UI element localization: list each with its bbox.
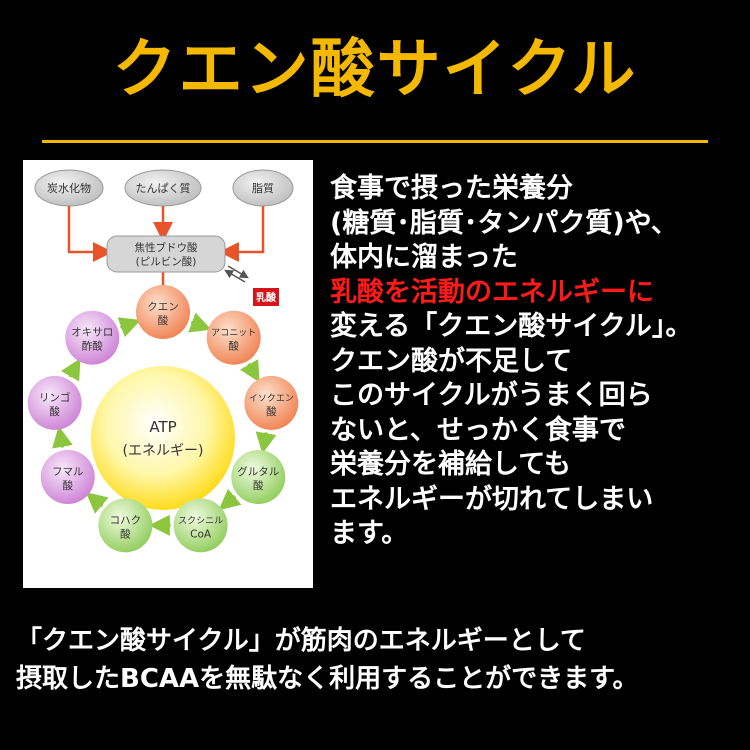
cycle-node-label: アコニット (211, 329, 256, 339)
explanation-text: 食事で摂った栄養分(糖質･脂質･タンパク質)や、体内に溜まった乳酸を活動のエネル… (330, 172, 740, 552)
nutrient-label: たんぱく質 (136, 181, 191, 195)
citric-acid-cycle-diagram: 炭水化物 たんぱく質 脂質 焦性ブドウ酸 (ピルビン酸) (23, 160, 313, 588)
cycle-arrow (255, 431, 277, 454)
cycle-arrow (52, 426, 73, 449)
equilibrium-arrows (224, 265, 249, 283)
summary-line: 「クエン酸サイクル」が筋肉のエネルギーとして (16, 626, 586, 656)
body-line: このサイクルがうまく回ら (330, 380, 653, 411)
cycle-node-sublabel: 酢酸 (82, 340, 103, 353)
cycle-arrow (117, 317, 141, 338)
cycle-node-sublabel: 酸 (62, 479, 73, 492)
cycle-node-sublabel: CoA (190, 528, 212, 540)
cycle-node-label: クエン (147, 301, 179, 313)
highlight-line: 乳酸を活動のエネルギーに (330, 276, 654, 308)
cycle-arrow (188, 312, 212, 333)
cycle-node-sublabel: 酸 (228, 340, 239, 353)
atp-sublabel: (エネルギー) (123, 443, 204, 459)
cycle-node-sublabel: 酸 (253, 479, 264, 492)
page-title: クエン酸サイクル (112, 33, 638, 107)
cycle-arrows (52, 312, 277, 536)
cycle-arrow (239, 359, 260, 383)
body-line: 食事で摂った栄養分 (330, 173, 573, 204)
cycle-node-label: イソクエン (249, 393, 294, 404)
nutrient-protein: たんぱく質 (124, 169, 202, 207)
cycle-node-sublabel: 酸 (120, 527, 131, 540)
nutrient-carbohydrate: 炭水化物 (34, 169, 104, 207)
body-line: 栄養分を補給しても (330, 449, 571, 480)
nutrient-label: 脂質 (252, 181, 274, 195)
body-line: 変える「クエン酸サイクル」。 (330, 311, 693, 342)
body-line: クエン酸が不足して (330, 345, 573, 377)
cycle-node-sublabel: 酸 (158, 314, 169, 327)
cycle-node-sublabel: 酸 (266, 405, 277, 418)
cycle-node-label: グルタル (237, 465, 279, 478)
pyruvate-box: 焦性ブドウ酸 (ピルビン酸) (106, 235, 226, 273)
pyruvate-label: 焦性ブドウ酸 (135, 241, 198, 254)
atp-label: ATP (149, 418, 176, 436)
cycle-node-sublabel: 酸 (49, 405, 60, 418)
cycle-nodes: クエン酸アコニット酸イソクエン酸グルタル酸スクシニルCoAコハク酸フマル酸リンゴ… (27, 285, 299, 553)
body-line: エネルギーが切れてしまい (330, 483, 654, 515)
cycle-arrow (218, 488, 242, 511)
body-line: (糖質･脂質･タンパク質)や、 (330, 207, 678, 239)
cycle-arrow (60, 358, 81, 382)
cycle-node-label: コハク (110, 514, 142, 526)
body-line: ないと、せっかく食事で (330, 414, 626, 446)
cycle-node-label: オキサロ (71, 327, 113, 339)
body-line: ます。 (330, 518, 409, 549)
lactic-acid-label: 乳酸 (256, 291, 277, 304)
atp-center: ATP (エネルギー) (91, 366, 235, 510)
nutrient-fat: 脂質 (232, 169, 294, 207)
cycle-arrow (85, 492, 109, 514)
title-underline (42, 140, 708, 143)
nutrient-label: 炭水化物 (47, 181, 91, 195)
pyruvate-sublabel: (ピルビン酸) (136, 255, 197, 268)
cycle-node: クエン酸 (136, 285, 190, 339)
diagram-svg: 炭水化物 たんぱく質 脂質 焦性ブドウ酸 (ピルビン酸) (27, 169, 299, 553)
cycle-node-label: フマル (52, 466, 84, 478)
summary-line: 摂取したBCAAを無駄なく利用することができます。 (16, 664, 639, 694)
cycle-node-label: リンゴ (39, 391, 70, 404)
cycle-node: スクシニル CoA (173, 498, 228, 553)
body-line: 体内に溜まった (330, 242, 518, 273)
lactic-acid-badge: 乳酸 (253, 288, 279, 306)
cycle-node-label: スクシニル (178, 515, 223, 526)
summary-text: 「クエン酸サイクル」が筋肉のエネルギーとして摂取したBCAAを無駄なく利用するこ… (16, 622, 746, 698)
